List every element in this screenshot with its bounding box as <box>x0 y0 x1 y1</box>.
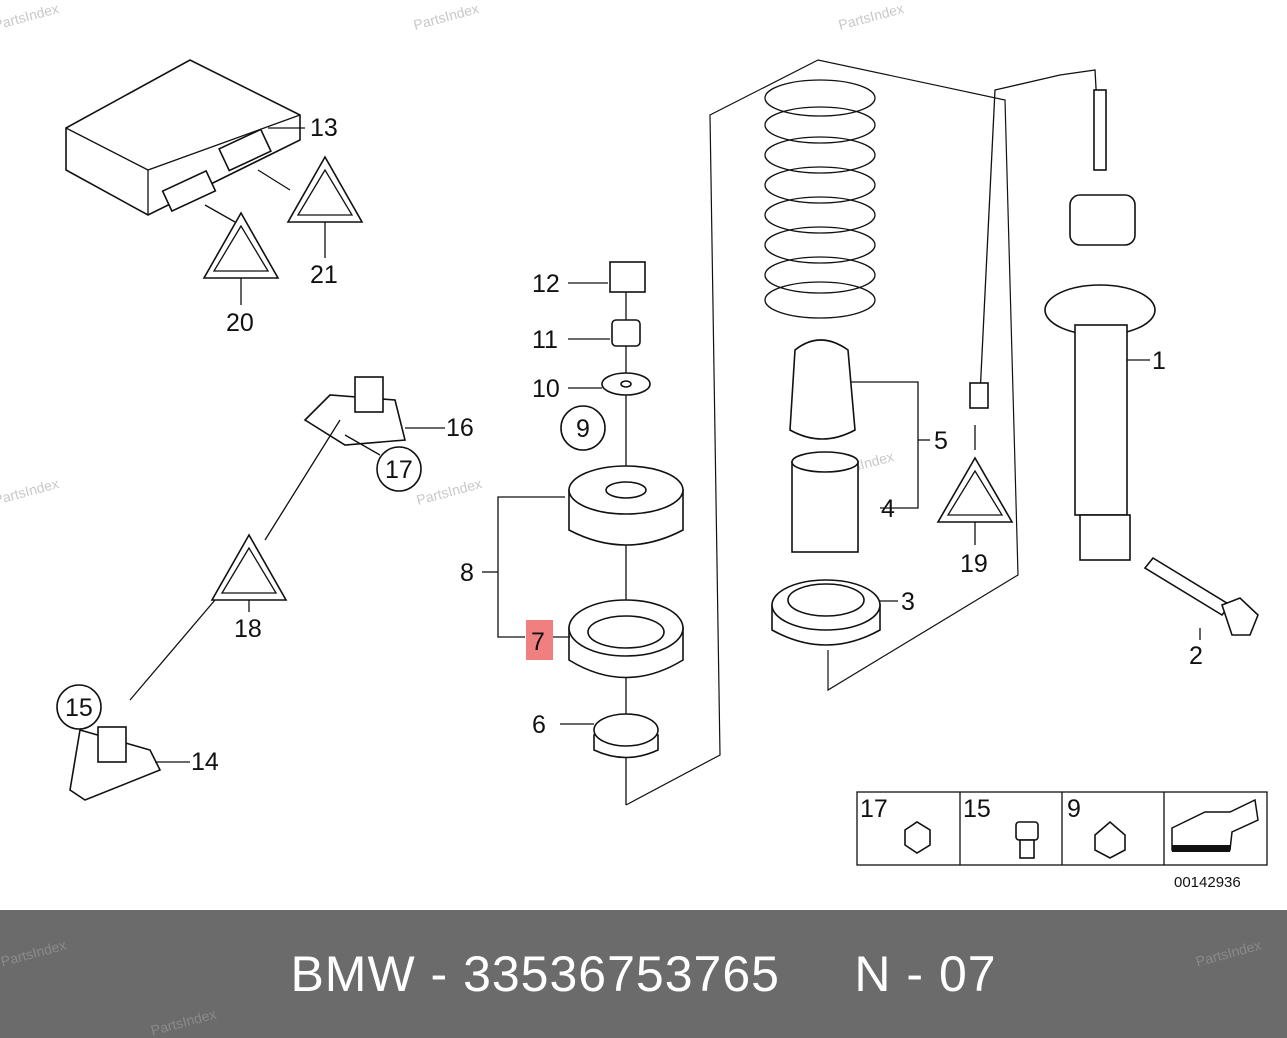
label-14[interactable]: 14 <box>191 748 219 776</box>
label-8[interactable]: 8 <box>460 559 474 587</box>
label-2[interactable]: 2 <box>1189 642 1203 670</box>
label-15[interactable]: 15 <box>65 694 93 722</box>
height-sensor-16[interactable]: 16 17 <box>303 376 474 492</box>
label-13[interactable]: 13 <box>310 114 338 142</box>
label-9[interactable]: 9 <box>576 415 590 443</box>
bump-stop-5[interactable]: 5 <box>789 339 948 509</box>
nut-11[interactable]: 11 <box>532 319 641 354</box>
watermark: PartsIndex <box>412 0 481 33</box>
cap-6[interactable]: 6 <box>532 711 659 759</box>
watermark: PartsIndex <box>0 475 60 508</box>
watermark: PartsIndex <box>149 1005 218 1038</box>
warning-triangle-18[interactable]: 18 <box>129 419 341 701</box>
coil-spring[interactable] <box>764 79 876 319</box>
shock-absorber-1[interactable]: 1 <box>1044 89 1166 561</box>
label-10[interactable]: 10 <box>532 375 560 403</box>
watermark: PartsIndex <box>837 0 906 33</box>
label-19[interactable]: 19 <box>960 550 988 578</box>
label-11[interactable]: 11 <box>532 326 558 354</box>
ring-7[interactable]: 7 <box>526 599 684 679</box>
label-7[interactable]: 7 <box>531 628 545 656</box>
control-unit-13[interactable]: 13 <box>65 59 338 216</box>
clip-12[interactable]: 12 <box>532 261 646 298</box>
highlight-7 <box>526 620 553 660</box>
label-5[interactable]: 5 <box>934 427 948 455</box>
bolt-2[interactable]: 2 <box>1143 556 1259 670</box>
fastener-legend: 17 15 9 00142936 <box>856 791 1268 891</box>
warning-triangle-20[interactable]: 20 <box>202 204 280 337</box>
arrow-shadow <box>1172 845 1230 852</box>
bolt-shank <box>1019 839 1035 859</box>
label-3[interactable]: 3 <box>901 588 915 616</box>
footer-bar: PartsIndex PartsIndex PartsIndex BMW - 3… <box>0 910 1287 1038</box>
legend-item-9: 9 <box>1067 795 1081 823</box>
label-18[interactable]: 18 <box>234 615 262 643</box>
hex-nut-icon <box>904 821 931 854</box>
watermark: PartsIndex <box>0 936 68 970</box>
label-17[interactable]: 17 <box>385 456 413 484</box>
spring-pad-3[interactable]: 3 <box>771 579 915 646</box>
legend-item-15: 15 <box>963 795 991 823</box>
flange-nut-icon <box>1094 820 1126 859</box>
diagram-number: 00142936 <box>1174 874 1241 891</box>
support-bearing-8[interactable]: 9 8 <box>460 405 684 638</box>
label-21[interactable]: 21 <box>310 261 338 289</box>
label-16[interactable]: 16 <box>446 414 474 442</box>
label-4[interactable]: 4 <box>881 495 895 523</box>
bolt-icon <box>1015 821 1039 841</box>
part-number-title: BMW - 33536753765 N - 07 <box>290 946 997 1002</box>
parts-diagram: PartsIndex PartsIndex PartsIndex PartsIn… <box>0 0 1268 891</box>
label-20[interactable]: 20 <box>226 309 254 337</box>
label-1[interactable]: 1 <box>1152 347 1166 375</box>
washer-10[interactable]: 10 <box>532 372 651 403</box>
legend-item-17: 17 <box>860 795 888 823</box>
label-12[interactable]: 12 <box>532 270 560 298</box>
protective-tube-4[interactable]: 4 <box>791 451 895 553</box>
warning-triangle-21[interactable]: 21 <box>257 155 364 289</box>
watermark: PartsIndex <box>0 0 60 33</box>
watermark: PartsIndex <box>1194 936 1263 970</box>
watermark: PartsIndex <box>415 475 484 508</box>
height-sensor-14[interactable]: 14 15 <box>56 684 219 801</box>
label-6[interactable]: 6 <box>532 711 546 739</box>
